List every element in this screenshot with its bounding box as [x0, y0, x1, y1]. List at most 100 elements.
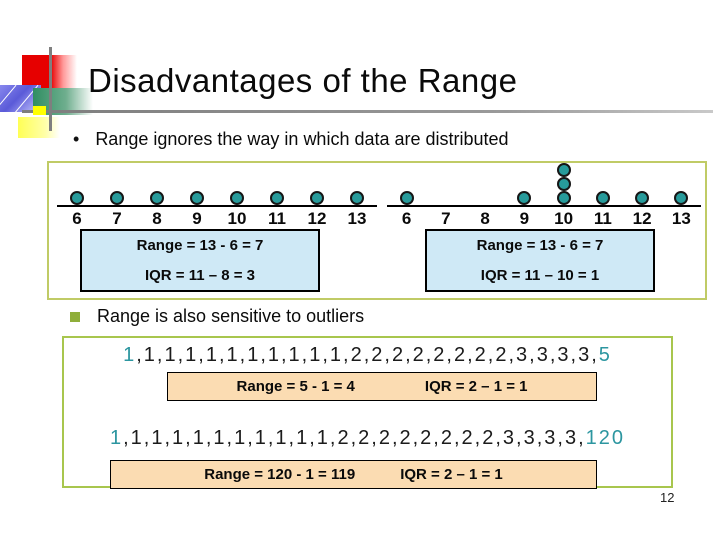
iqr-label: IQR = 11 – 10 = 1	[480, 266, 600, 284]
data-dot	[517, 191, 532, 205]
sequence-first-value: 1	[109, 427, 124, 449]
dot-stack	[337, 165, 377, 207]
axis-tick-label: 9	[192, 209, 202, 228]
dot-stack	[297, 165, 337, 207]
range-label: Range = 13 - 6 = 7	[136, 237, 264, 255]
bullet-text: Range ignores the way in which data are …	[95, 129, 509, 149]
data-sequence-no-outlier: 1,1,1,1,1,1,1,1,1,1,1,2,2,2,2,2,2,2,2,3,…	[64, 344, 671, 367]
dot-stack	[661, 165, 701, 207]
bullet-item-outliers: Range is also sensitive to outliers	[70, 306, 364, 327]
range-label: Range = 5 - 1 = 4	[236, 378, 355, 395]
bullet-item-distribution: • Range ignores the way in which data ar…	[73, 128, 509, 150]
data-dot	[110, 191, 124, 205]
logo-vertical-line	[49, 47, 52, 131]
axis-tick-label: 8	[152, 209, 162, 228]
dot-plots-panel: 6 7 8 9 10 11 12 13 6 7 8 9 10 11 12 13 Range = 13 - 6…	[47, 161, 707, 300]
range-iqr-box-left: Range = 13 - 6 = 7 IQR = 11 – 8 = 3	[80, 229, 320, 292]
dot-plot-position: 10	[217, 165, 257, 229]
data-dot	[70, 191, 84, 205]
title-divider-line	[22, 110, 713, 113]
dot-plot-clustered: 6 7 8 9 10 11 12 13	[387, 163, 701, 229]
axis-tick-label: 10	[227, 209, 247, 228]
dot-plot-position: 7	[426, 165, 466, 229]
data-dot	[150, 191, 164, 205]
axis-tick-label: 11	[593, 209, 612, 228]
axis-tick-label: 11	[268, 209, 286, 228]
dot-plot-position: 11	[257, 165, 297, 229]
data-dot	[350, 191, 364, 205]
data-dot	[595, 191, 610, 205]
dot-stack	[544, 163, 584, 207]
data-dot	[556, 163, 571, 177]
page-number: 12	[660, 490, 675, 505]
dot-plot-position: 12	[297, 165, 337, 229]
data-dot	[190, 191, 204, 205]
sequence-first-value: 1	[123, 344, 137, 366]
dot-plot-position: 13	[661, 165, 701, 229]
data-dot	[399, 191, 414, 205]
dot-plot-position: 11	[583, 165, 623, 229]
range-label: Range = 120 - 1 = 119	[204, 466, 356, 483]
sequence-last-value: 5	[598, 344, 612, 366]
iqr-label: IQR = 2 – 1 = 1	[400, 466, 503, 483]
data-sequence-with-outlier: 1,1,1,1,1,1,1,1,1,1,1,2,2,2,2,2,2,2,2,3,…	[64, 427, 671, 450]
axis-tick-label: 6	[401, 209, 412, 228]
bullet-square-icon	[70, 311, 80, 322]
outlier-examples-panel: 1,1,1,1,1,1,1,1,1,1,1,2,2,2,2,2,2,2,2,3,…	[62, 336, 673, 489]
data-dot	[230, 191, 244, 205]
axis-tick-label: 13	[347, 209, 367, 228]
data-dot	[635, 191, 650, 205]
axis-tick-label: 10	[554, 209, 574, 228]
sequence-middle-values: ,1,1,1,1,1,1,1,1,1,1,2,2,2,2,2,2,2,2,3,3…	[123, 427, 586, 449]
dot-plot-position: 9	[177, 165, 217, 229]
dot-plot-position: 6	[57, 165, 97, 229]
axis-tick-label: 12	[307, 209, 327, 228]
dot-plot-position: 6	[387, 165, 427, 229]
axis-tick-label: 6	[72, 209, 82, 228]
dot-plot-uniform: 6 7 8 9 10 11 12 13	[57, 165, 377, 229]
dot-stack	[465, 165, 505, 207]
logo-yellow-small-square	[33, 106, 46, 115]
sequence-middle-values: ,1,1,1,1,1,1,1,1,1,1,2,2,2,2,2,2,2,2,3,3…	[136, 344, 599, 366]
dot-plot-position: 8	[465, 165, 505, 229]
dot-stack	[387, 165, 427, 207]
iqr-label: IQR = 2 – 1 = 1	[424, 378, 528, 395]
dot-plot-position: 9	[504, 165, 544, 229]
bullet-dot-icon: •	[73, 129, 80, 149]
dot-plot-position: 7	[97, 165, 137, 229]
data-dot	[556, 191, 571, 205]
axis-tick-label: 7	[112, 209, 122, 228]
page-title: Disadvantages of the Range	[88, 62, 518, 99]
axis-tick-label: 12	[632, 209, 652, 228]
axis-tick-label: 9	[519, 209, 530, 228]
range-iqr-box-right: Range = 13 - 6 = 7 IQR = 11 – 10 = 1	[425, 229, 655, 292]
data-dot	[310, 191, 324, 205]
sequence-last-value: 120	[585, 427, 625, 449]
dot-stack	[137, 165, 177, 207]
data-dot	[556, 177, 571, 191]
range-iqr-box-with-outlier: Range = 120 - 1 = 119 IQR = 2 – 1 = 1	[110, 460, 597, 489]
dot-stack	[177, 165, 217, 207]
range-label: Range = 13 - 6 = 7	[476, 237, 604, 255]
data-dot	[674, 191, 689, 205]
dot-plot-position: 12	[622, 165, 662, 229]
dot-plot-position: 8	[137, 165, 177, 229]
axis-tick-label: 7	[441, 209, 451, 228]
dot-stack	[57, 165, 97, 207]
dot-stack	[217, 165, 257, 207]
dot-stack	[504, 165, 544, 207]
dot-stack	[257, 165, 297, 207]
dot-stack	[583, 165, 623, 207]
logo-yellow-rect	[18, 117, 60, 138]
dot-plot-position: 10	[544, 163, 584, 229]
axis-tick-label: 8	[480, 209, 490, 228]
iqr-label: IQR = 11 – 8 = 3	[144, 266, 256, 284]
dot-stack	[97, 165, 137, 207]
dot-stack	[426, 165, 466, 207]
dot-plot-position: 13	[337, 165, 377, 229]
data-dot	[270, 191, 284, 205]
dot-stack	[622, 165, 662, 207]
range-iqr-box-no-outlier: Range = 5 - 1 = 4 IQR = 2 – 1 = 1	[167, 372, 597, 401]
bullet-text: Range is also sensitive to outliers	[97, 306, 365, 326]
